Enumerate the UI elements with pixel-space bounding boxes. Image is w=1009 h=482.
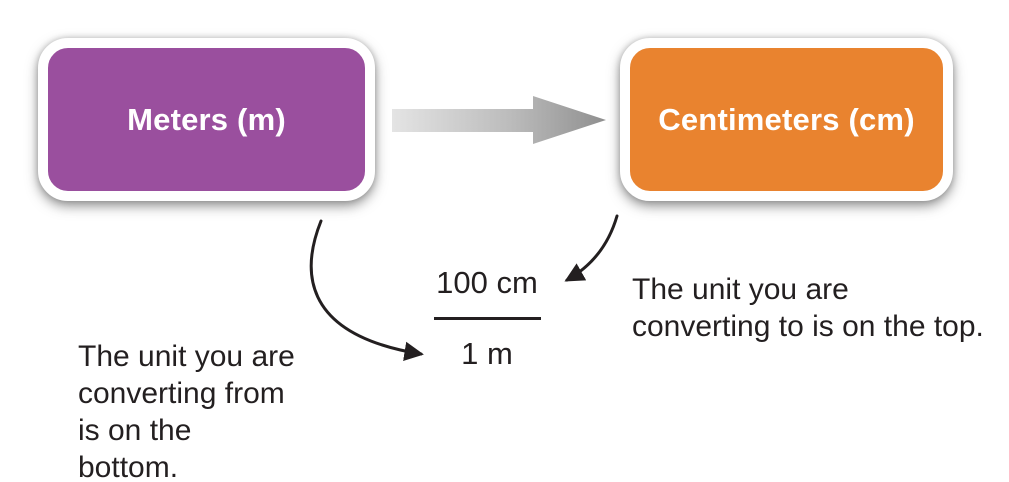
- note-converting-to-line: converting to is on the top.: [632, 310, 984, 343]
- meters-to-centimeters-arrow-icon: [392, 96, 606, 144]
- from-unit-curved-arrow-icon: [309, 219, 424, 361]
- centimeters-box-label: Centimeters (cm): [658, 101, 915, 137]
- note-converting-to-line: The unit you are: [632, 273, 849, 306]
- note-converting-from-line: bottom.: [78, 451, 179, 482]
- to-unit-curved-arrow-icon: [564, 214, 619, 282]
- note-converting-from-line: is on the: [78, 414, 192, 447]
- fraction-numerator: 100 cm: [436, 265, 538, 300]
- note-converting-to: The unit you are converting to is on the…: [632, 271, 984, 345]
- fraction-bar: [434, 317, 541, 320]
- note-converting-from: The unit you are converting from is on t…: [78, 338, 295, 482]
- meters-box-label: Meters (m): [127, 101, 286, 137]
- meters-box: Meters (m): [38, 38, 375, 201]
- note-converting-from-line: The unit you are: [78, 340, 295, 373]
- note-converting-from-line: converting from: [78, 377, 285, 410]
- centimeters-box: Centimeters (cm): [620, 38, 953, 201]
- fraction-denominator: 1 m: [461, 336, 513, 371]
